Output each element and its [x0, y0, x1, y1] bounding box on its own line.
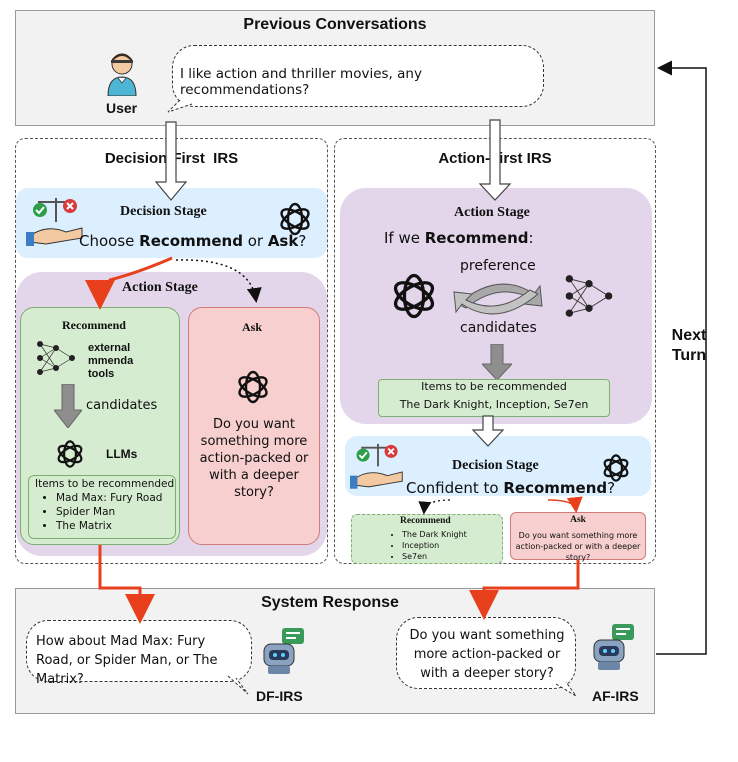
af-robot-icon: [588, 624, 638, 670]
user-avatar-icon: [104, 50, 140, 96]
af-candidates-label: candidates: [460, 320, 537, 336]
af-decision-bold: Recommend: [503, 479, 608, 497]
af-cycle-arrows-icon: [448, 276, 548, 320]
df-item: Mad Max: Fury Road: [56, 491, 162, 505]
df-decision-llm-icon: [276, 200, 314, 238]
df-decision-mid: or: [242, 232, 268, 250]
df-decision-stage-title: Decision Stage: [120, 204, 207, 219]
df-items-list: Mad Max: Fury Road Spider Man The Matrix: [38, 491, 162, 533]
df-down-arrow-icon: [54, 384, 82, 428]
df-candidates-label: candidates: [86, 398, 158, 413]
af-down-arrow-icon: [482, 344, 512, 380]
af-decision-llm-icon: [600, 452, 632, 484]
next-turn-label: Next Turn: [671, 327, 707, 364]
af-response-bubble: [396, 617, 576, 689]
decision-first-title: Decision-First IRS: [104, 150, 239, 167]
df-decision-ask: Ask: [267, 232, 299, 250]
df-action-stage-title: Action Stage: [122, 280, 198, 295]
af-action-stage-title: Action Stage: [454, 205, 530, 220]
df-items-box: [28, 475, 176, 539]
df-irs-label: DF-IRS: [256, 688, 303, 704]
df-ask-box: [188, 307, 320, 545]
df-ask-llm-icon: [234, 368, 272, 406]
af-items-title: Items to be recommended: [421, 380, 567, 393]
af-preference-label: preference: [460, 258, 536, 274]
df-decision-pre: Choose: [79, 232, 140, 250]
af-ask-title: Ask: [570, 515, 586, 525]
df-response-bubble: [26, 620, 252, 682]
df-decision-post: ?: [298, 232, 307, 250]
af-recommend-list: The Dark Knight Inception Se7en: [384, 529, 467, 562]
af-recommend-item: The Dark Knight: [402, 529, 467, 540]
system-response-title: System Response: [261, 594, 399, 611]
df-item: The Matrix: [56, 519, 162, 533]
af-irs-label: AF-IRS: [592, 688, 639, 704]
af-decision-stage-title: Decision Stage: [452, 458, 539, 473]
af-if-bold: Recommend: [424, 229, 529, 247]
df-neural-net-icon: [34, 338, 78, 378]
df-items-title: Items to be recommended: [35, 478, 175, 490]
df-response-message: How about Mad Max: Fury Road, or Spider …: [36, 634, 218, 687]
user-message: I like action and thriller movies, any r…: [180, 66, 422, 98]
df-item: Spider Man: [56, 505, 162, 519]
af-if-recommend: If we Recommend:: [384, 229, 534, 247]
df-llms-label: LLMs: [106, 447, 138, 461]
af-decision-question: Confident to Recommend?: [406, 479, 615, 497]
df-tools-label: external mmenda tools: [88, 342, 134, 380]
af-decision-post: ?: [607, 479, 616, 497]
af-recommend-item: Inception: [402, 540, 467, 551]
df-recommend-title: Recommend: [62, 318, 126, 332]
df-ask-text: Do you want something more action-packed…: [199, 417, 309, 500]
af-ask-text: Do you want something more action-packed…: [515, 531, 641, 562]
af-llm-icon: [388, 270, 440, 322]
af-items-line: The Dark Knight, Inception, Se7en: [399, 398, 589, 411]
af-if-pre: If we: [384, 229, 425, 247]
previous-conversations-title: Previous Conversations: [243, 16, 427, 33]
df-robot-icon: [258, 628, 308, 674]
af-scale-hand-icon: [350, 438, 406, 490]
af-neural-net-icon: [562, 270, 616, 322]
user-label: User: [106, 100, 138, 116]
af-if-post: :: [528, 229, 534, 247]
df-decision-question: Choose Recommend or Ask?: [79, 232, 306, 250]
df-ask-title: Ask: [242, 320, 263, 334]
df-scale-hand-icon: [26, 192, 86, 247]
af-decision-pre: Confident to: [406, 479, 504, 497]
df-llm-icon: [54, 438, 86, 470]
action-first-title: Action-First IRS: [438, 150, 552, 167]
af-recommend-box: [351, 514, 503, 564]
af-recommend-item: Se7en: [402, 551, 467, 562]
df-decision-recommend: Recommend: [139, 232, 243, 250]
af-recommend-title: Recommend: [400, 516, 451, 526]
af-response-message: Do you want something more action-packed…: [409, 628, 565, 681]
user-message-bubble: [172, 45, 544, 107]
